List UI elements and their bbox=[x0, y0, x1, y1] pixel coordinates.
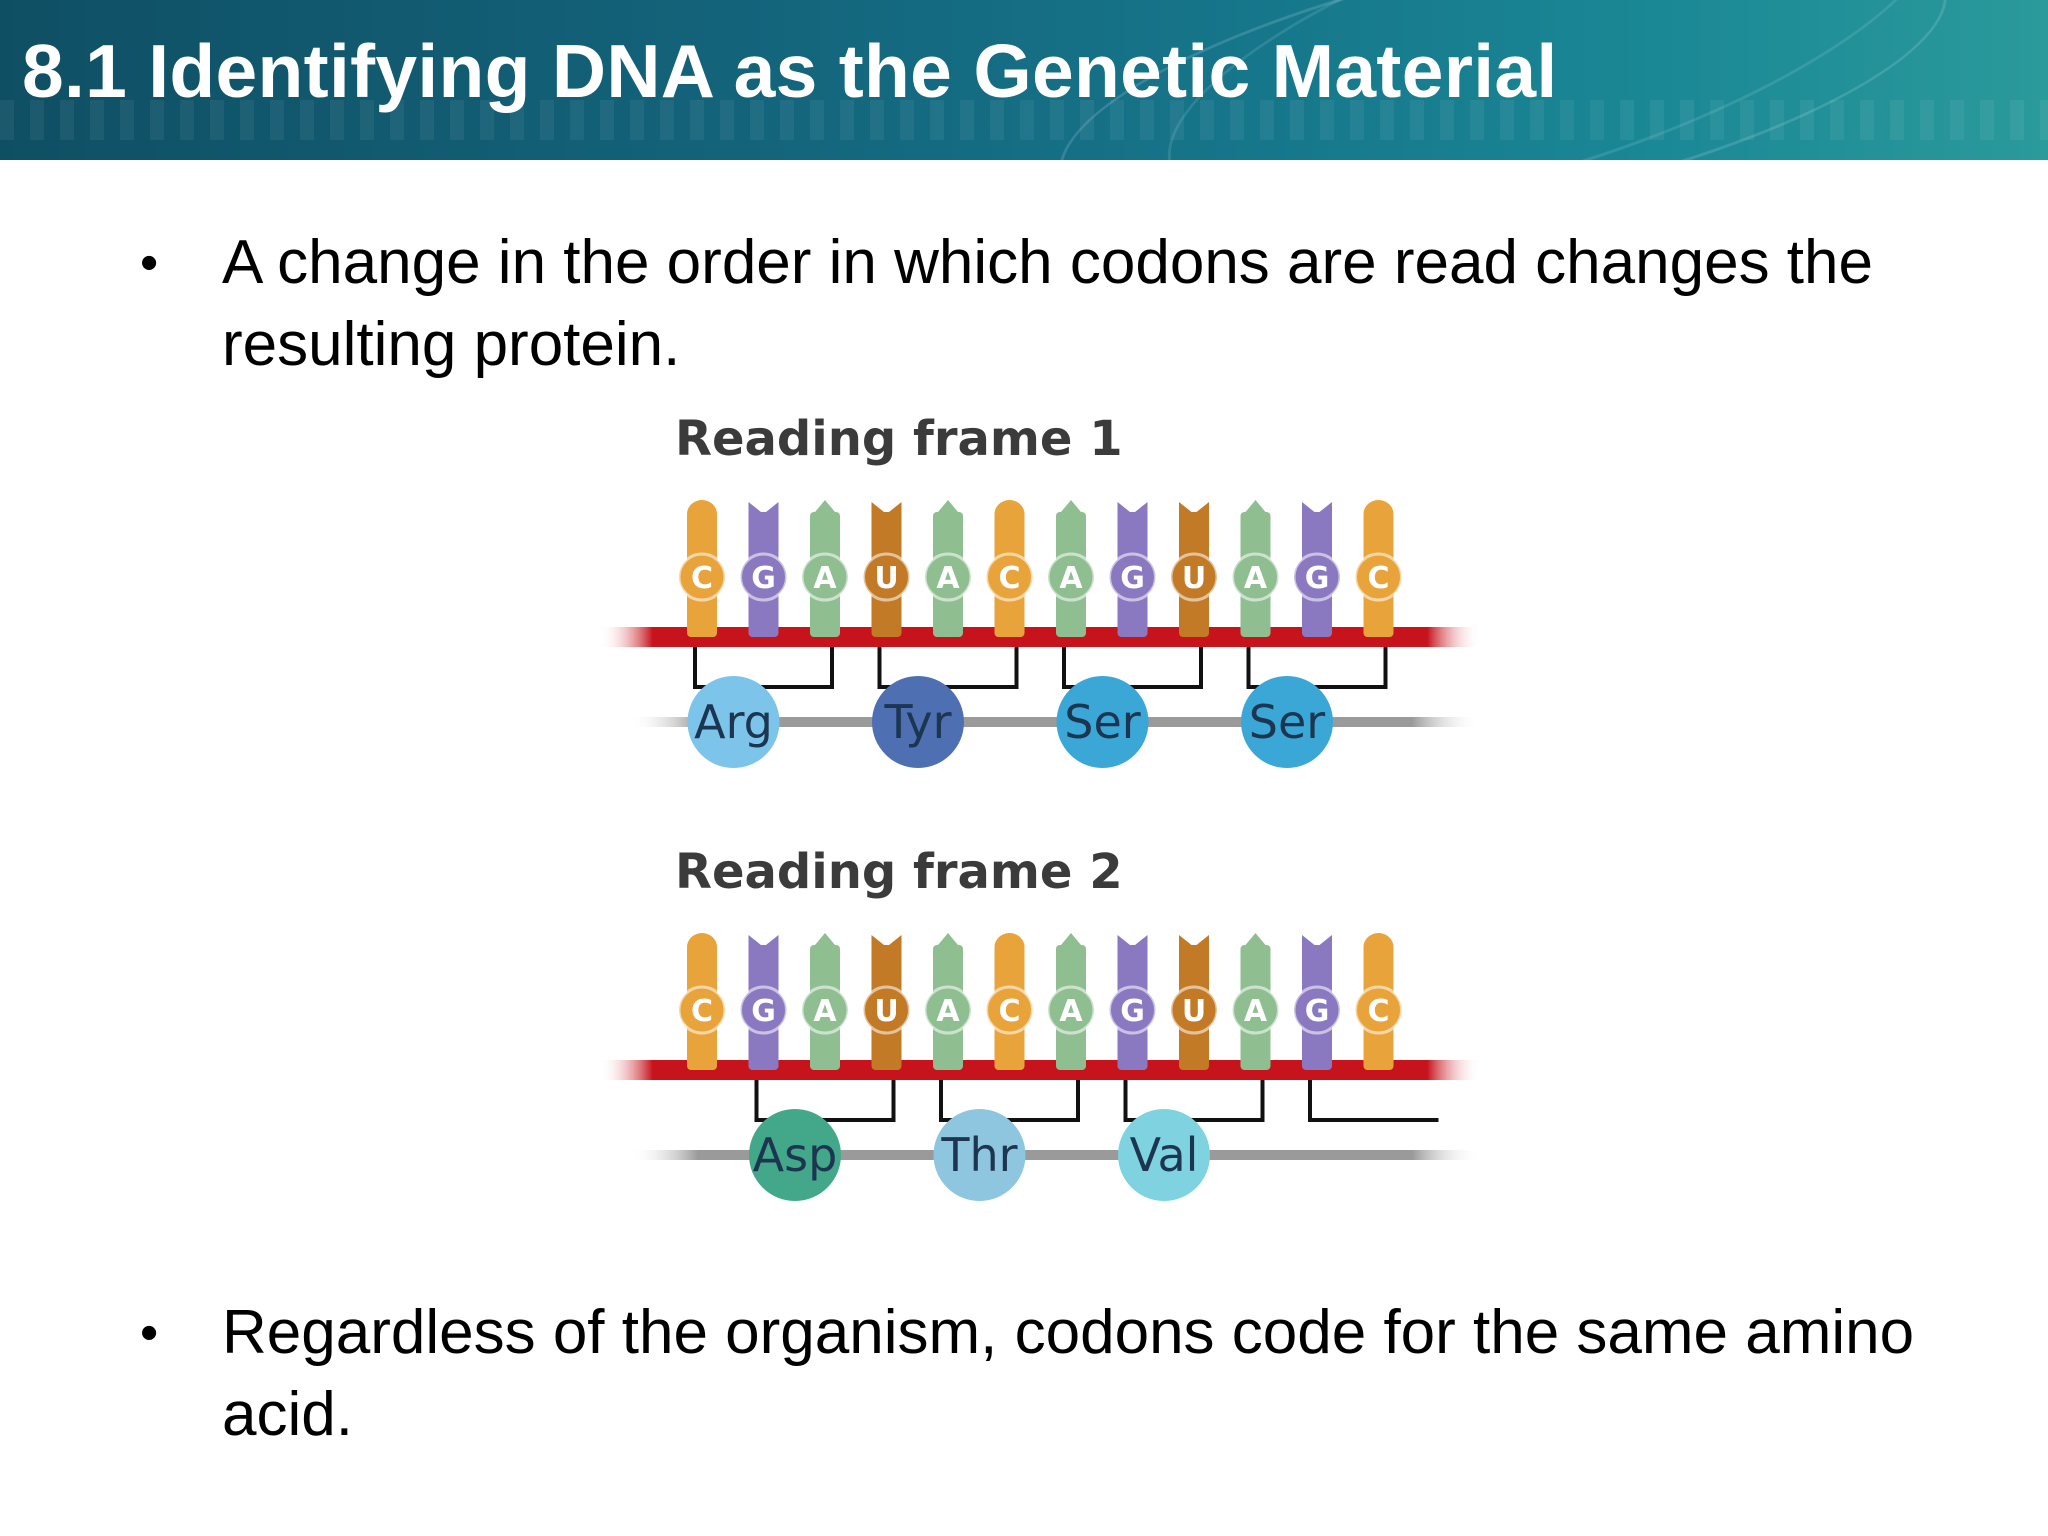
amino-acid-asp: Asp bbox=[749, 1109, 841, 1201]
protein-chain bbox=[630, 1150, 1480, 1160]
nucleotide-C: C bbox=[1354, 500, 1403, 637]
protein-chain bbox=[630, 717, 1480, 727]
bullet-symbol: • bbox=[140, 1304, 159, 1362]
nucleotide-letter: G bbox=[1120, 994, 1145, 1029]
nucleotide-G: G bbox=[739, 935, 788, 1070]
nucleotide-letter: C bbox=[1367, 994, 1389, 1029]
reading-frame-2: Reading frame 2 C G A U A C A G U A G C Asp Thr Val bbox=[600, 844, 1480, 1201]
amino-acid-ser: Ser bbox=[1241, 676, 1333, 768]
nucleotide-letter: G bbox=[1305, 994, 1330, 1029]
codon-bracket bbox=[1123, 1080, 1265, 1122]
nucleotide-letter: G bbox=[751, 994, 776, 1029]
codon-bracket bbox=[1246, 647, 1388, 689]
nucleotide-letter: A bbox=[936, 994, 960, 1029]
amino-acid-label: Arg bbox=[694, 695, 773, 749]
frame-label: Reading frame 1 bbox=[675, 411, 1123, 467]
nucleotide-letter: G bbox=[751, 561, 776, 596]
codon-bracket bbox=[1308, 1080, 1439, 1122]
nucleotide-letter: U bbox=[874, 561, 898, 596]
reading-frame-1: Reading frame 1 C G A U A C A G U A G C Arg Tyr Ser Se… bbox=[600, 411, 1480, 768]
codon-bracket bbox=[754, 1080, 896, 1122]
nucleotide-G: G bbox=[1108, 502, 1157, 637]
reading-frame-diagram: Reading frame 1 C G A U A C A G U A G C Arg Tyr Ser Se… bbox=[600, 411, 1480, 1201]
nucleotide-A: A bbox=[1231, 500, 1280, 637]
nucleotide-letter: U bbox=[1182, 994, 1206, 1029]
nucleotide-U: U bbox=[862, 502, 911, 637]
amino-acid-label: Ser bbox=[1064, 695, 1141, 749]
amino-acid-thr: Thr bbox=[933, 1109, 1026, 1201]
amino-acid-label: Thr bbox=[940, 1128, 1017, 1182]
nucleotide-A: A bbox=[923, 500, 973, 637]
rna-backbone bbox=[600, 627, 1480, 647]
slide-title: 8.1 Identifying DNA as the Genetic Mater… bbox=[22, 29, 1558, 113]
title-banner: 8.1 Identifying DNA as the Genetic Mater… bbox=[0, 0, 2048, 160]
nucleotide-letter: A bbox=[813, 561, 837, 596]
nucleotide-letter: C bbox=[998, 561, 1020, 596]
nucleotide-G: G bbox=[1108, 935, 1157, 1070]
bullet-symbol: • bbox=[140, 234, 159, 292]
nucleotide-letter: A bbox=[1244, 994, 1268, 1029]
nucleotide-letter: U bbox=[1182, 561, 1206, 596]
codon-bracket bbox=[693, 647, 834, 689]
amino-acid-label: Tyr bbox=[883, 695, 951, 749]
nucleotide-A: A bbox=[800, 500, 850, 637]
nucleotide-letter: C bbox=[691, 561, 713, 596]
nucleotide-A: A bbox=[1231, 933, 1280, 1070]
nucleotide-A: A bbox=[1046, 500, 1096, 637]
codon-bracket bbox=[877, 647, 1019, 689]
amino-acid-val: Val bbox=[1118, 1109, 1210, 1201]
nucleotide-letter: A bbox=[936, 561, 960, 596]
nucleotide-C: C bbox=[677, 933, 727, 1070]
nucleotide-U: U bbox=[1169, 502, 1219, 637]
nucleotide-letter: G bbox=[1305, 561, 1330, 596]
nucleotide-C: C bbox=[985, 500, 1034, 637]
nucleotide-U: U bbox=[1169, 935, 1219, 1070]
nucleotide-letter: A bbox=[1059, 561, 1083, 596]
amino-acid-tyr: Tyr bbox=[872, 676, 964, 768]
nucleotide-letter: A bbox=[813, 994, 837, 1029]
amino-acid-label: Val bbox=[1130, 1128, 1199, 1182]
rna-backbone bbox=[600, 1060, 1480, 1080]
nucleotide-G: G bbox=[1292, 935, 1342, 1070]
nucleotide-letter: A bbox=[1244, 561, 1268, 596]
amino-acid-label: Asp bbox=[753, 1128, 838, 1182]
nucleotide-A: A bbox=[800, 933, 850, 1070]
nucleotide-letter: U bbox=[874, 994, 898, 1029]
nucleotide-C: C bbox=[677, 500, 727, 637]
codon-bracket bbox=[1062, 647, 1203, 689]
nucleotide-A: A bbox=[1046, 933, 1096, 1070]
nucleotide-G: G bbox=[1292, 502, 1342, 637]
nucleotide-letter: A bbox=[1059, 994, 1083, 1029]
nucleotide-letter: C bbox=[691, 994, 713, 1029]
nucleotide-U: U bbox=[862, 935, 911, 1070]
nucleotide-letter: C bbox=[1367, 561, 1389, 596]
nucleotide-A: A bbox=[923, 933, 973, 1070]
bullet-text: A change in the order in which codons ar… bbox=[222, 228, 1873, 379]
banner-texture bbox=[0, 100, 2048, 140]
nucleotide-G: G bbox=[739, 502, 788, 637]
amino-acid-ser: Ser bbox=[1056, 676, 1149, 768]
nucleotide-letter: C bbox=[998, 994, 1020, 1029]
amino-acid-label: Ser bbox=[1249, 695, 1326, 749]
nucleotide-letter: G bbox=[1120, 561, 1145, 596]
frame-label: Reading frame 2 bbox=[675, 844, 1123, 900]
nucleotide-C: C bbox=[985, 933, 1034, 1070]
nucleotide-C: C bbox=[1354, 933, 1403, 1070]
amino-acid-arg: Arg bbox=[687, 676, 780, 768]
bullet-text: Regardless of the organism, codons code … bbox=[222, 1298, 1915, 1449]
codon-bracket bbox=[939, 1080, 1080, 1122]
